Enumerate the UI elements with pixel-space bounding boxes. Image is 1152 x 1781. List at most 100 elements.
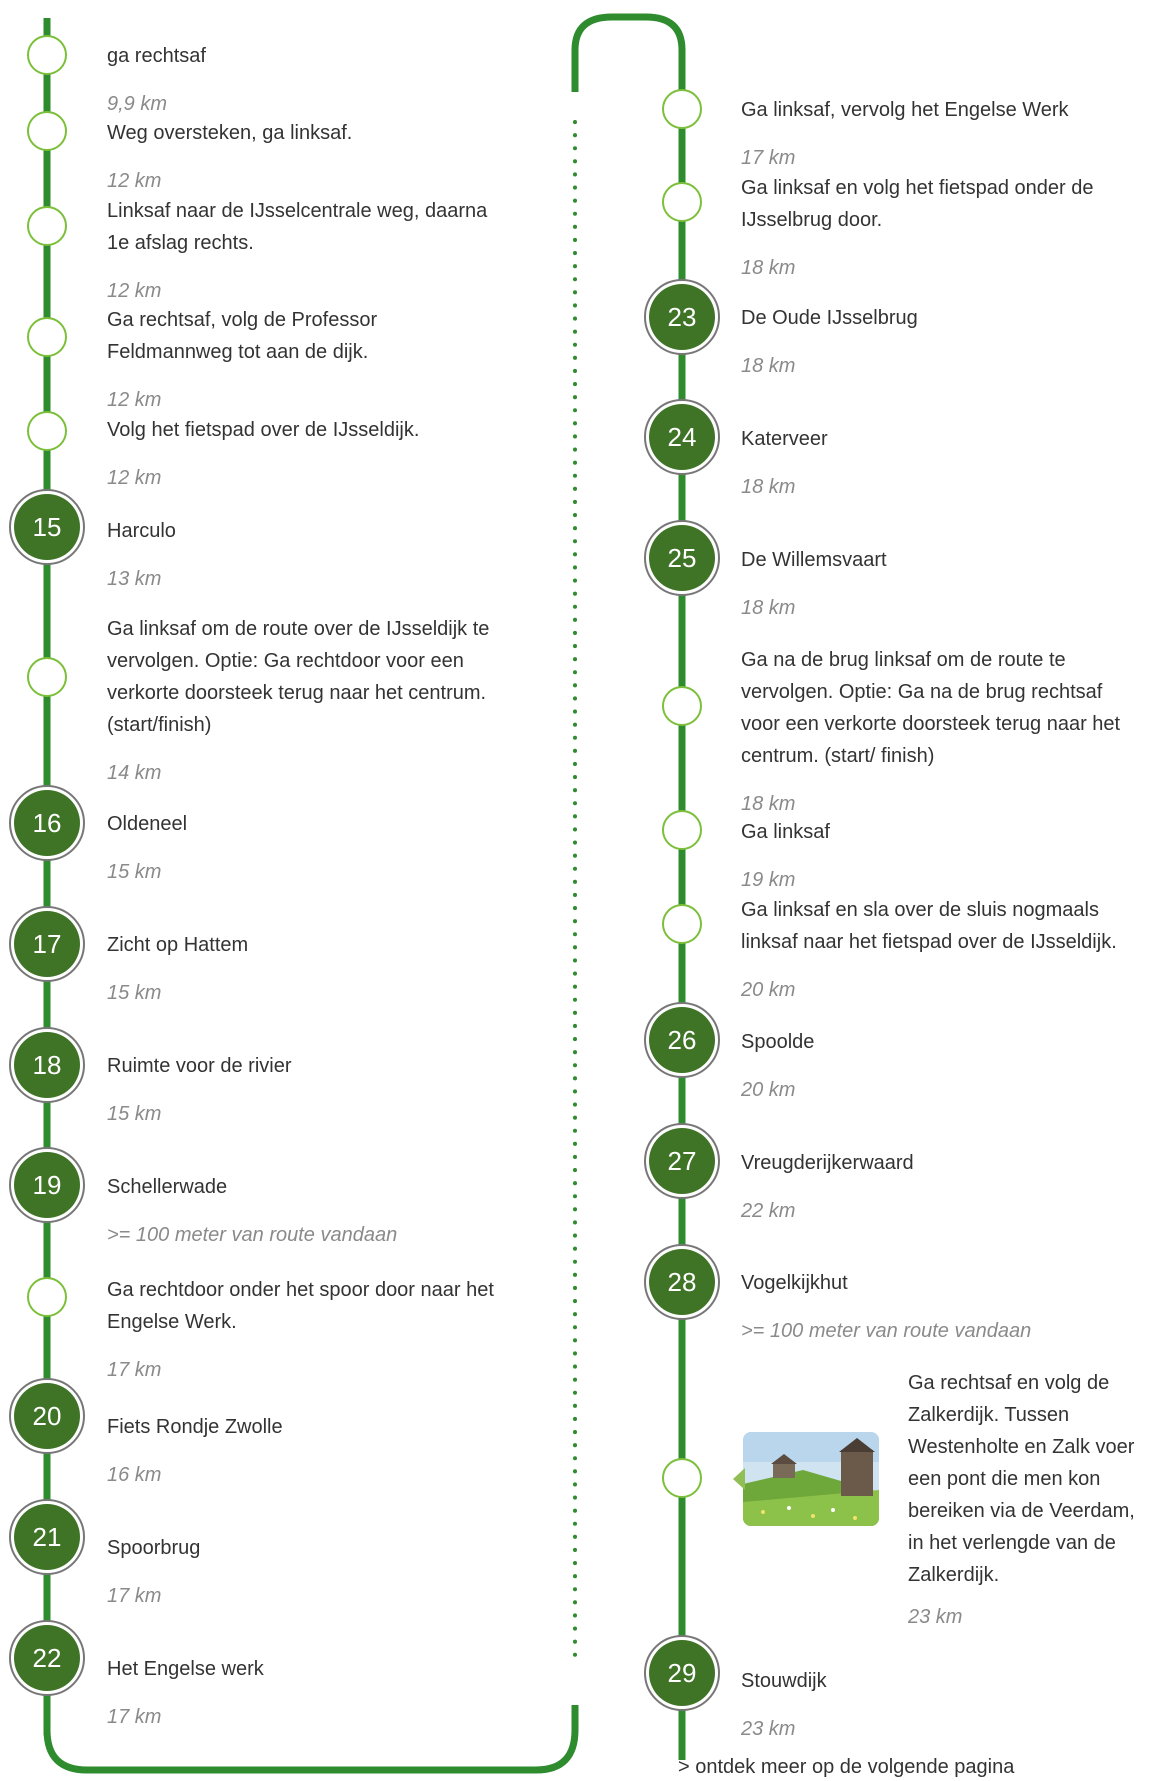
step-distance: 18 km [741,476,796,498]
step-distance: 15 km [107,1103,162,1125]
turn-marker [27,35,67,75]
step-distance: 18 km [741,257,796,279]
step-distance: 13 km [107,568,162,590]
step-title: Spoorbrug [107,1537,201,1559]
step-title: Zicht op Hattem [107,934,249,956]
turn-marker [27,206,67,246]
poi-number: 15 [14,494,80,560]
step-title: Ga linksaf om de route over de IJsseldij… [107,618,490,736]
route-line-top [571,13,686,1760]
poi-marker: 19 [9,1147,85,1223]
step-distance: 14 km [107,762,162,784]
step-distance: 12 km [107,280,162,302]
step-distance: 12 km [107,389,162,411]
turn-marker [662,810,702,850]
step-title: Ga linksaf [741,821,830,843]
step-distance: 18 km [741,355,796,377]
turn-marker [27,411,67,451]
step-distance: 17 km [107,1706,162,1728]
turn-marker [27,657,67,697]
step-title: ga rechtsaf [107,45,206,67]
photo-pointer [733,1468,745,1490]
turn-marker [27,317,67,357]
poi-number: 25 [649,525,715,591]
step-distance: 19 km [741,869,796,891]
step-distance: 15 km [107,861,162,883]
step-distance: 9,9 km [107,93,168,115]
poi-number: 27 [649,1128,715,1194]
step-distance: 23 km [741,1718,796,1740]
step-distance: 18 km [741,597,796,619]
step-distance: 22 km [741,1200,796,1222]
poi-marker: 22 [9,1620,85,1696]
route-line-bottom [43,1705,579,1774]
step-distance: 16 km [107,1464,162,1486]
step-title: Vogelkijkhut [741,1272,848,1294]
step-title: Schellerwade [107,1176,228,1198]
poi-number: 21 [14,1504,80,1570]
poi-marker: 20 [9,1378,85,1454]
poi-number: 24 [649,404,715,470]
poi-marker: 16 [9,785,85,861]
step-title: Weg oversteken, ga linksaf. [107,122,353,144]
step-title: Ga rechtdoor onder het spoor door naar h… [107,1279,494,1333]
poi-marker: 29 [644,1635,720,1711]
step-distance: 23 km [908,1606,963,1628]
step-title: Linksaf naar de IJsselcentrale weg, daar… [107,200,488,254]
poi-number: 23 [649,284,715,350]
step-title: Oldeneel [107,813,188,835]
step-title: De Willemsvaart [741,549,887,571]
poi-number: 18 [14,1032,80,1098]
poi-number: 16 [14,790,80,856]
step-distance: >= 100 meter van route vandaan [107,1224,398,1246]
poi-marker: 21 [9,1499,85,1575]
step-distance: 12 km [107,170,162,192]
turn-marker [662,1458,702,1498]
step-distance: 20 km [741,979,796,1001]
poi-marker: 28 [644,1244,720,1320]
poi-marker: 18 [9,1027,85,1103]
step-title: Ruimte voor de rivier [107,1055,292,1077]
step-title: Stouwdijk [741,1670,827,1692]
step-title: Ga linksaf en sla over de sluis nogmaals… [741,899,1117,953]
poi-marker: 24 [644,399,720,475]
turn-marker [662,686,702,726]
step-title: Katerveer [741,428,828,450]
turn-marker [662,182,702,222]
step-title: De Oude IJsselbrug [741,307,918,329]
poi-number: 20 [14,1383,80,1449]
step-distance: 12 km [107,467,162,489]
step-distance: 15 km [107,982,162,1004]
step-title: Harculo [107,520,176,542]
step-title: Fiets Rondje Zwolle [107,1416,283,1438]
poi-marker: 26 [644,1002,720,1078]
poi-marker: 27 [644,1123,720,1199]
step-distance: 17 km [107,1359,162,1381]
zalkerdijk-photo [743,1432,879,1526]
poi-marker: 25 [644,520,720,596]
step-title: Vreugderijkerwaard [741,1152,914,1174]
turn-marker [662,89,702,129]
step-title: Het Engelse werk [107,1658,264,1680]
poi-number: 28 [649,1249,715,1315]
poi-marker: 15 [9,489,85,565]
turn-marker [27,1277,67,1317]
turn-marker [27,111,67,151]
poi-marker: 23 [644,279,720,355]
step-distance: 20 km [741,1079,796,1101]
step-distance: 17 km [107,1585,162,1607]
poi-marker: 17 [9,906,85,982]
next-page-link[interactable]: > ontdek meer op de volgende pagina [678,1756,1015,1778]
poi-number: 26 [649,1007,715,1073]
poi-number: 29 [649,1640,715,1706]
step-title: Ga linksaf en volg het fietspad onder de… [741,177,1094,231]
step-distance: 17 km [741,147,796,169]
step-distance: 18 km [741,793,796,815]
step-title: Volg het fietspad over de IJsseldijk. [107,419,420,441]
turn-marker [662,904,702,944]
step-distance: >= 100 meter van route vandaan [741,1320,1032,1342]
